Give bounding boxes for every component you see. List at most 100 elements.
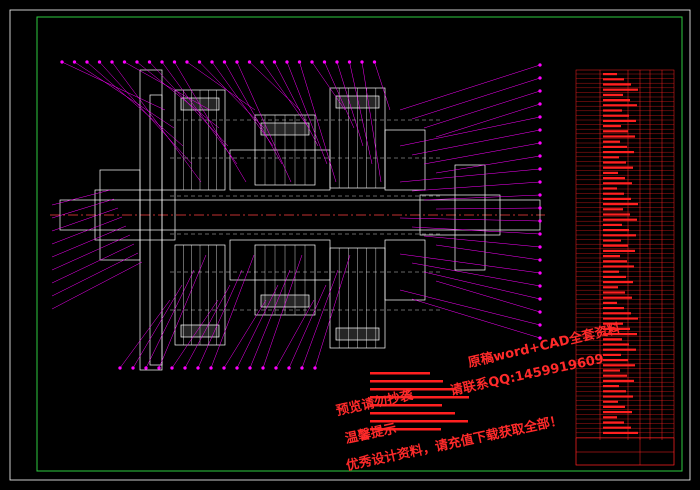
leader-line [299,61,337,183]
leader-line [124,61,211,111]
leader-line [184,284,231,369]
tech-note-text [370,420,468,423]
table-cell-text [603,421,624,424]
table-cell-text [603,73,617,76]
leader-line [261,61,310,129]
leader-line [224,61,283,165]
leader-line [399,289,541,326]
part-balloon [72,60,77,64]
bearing [260,294,310,308]
part-balloon [248,366,252,370]
table-cell-text [603,171,618,174]
table-cell-text [603,400,618,403]
leader-line [51,207,119,232]
leader-line [399,64,541,111]
bearing [180,97,220,111]
part-balloon [97,60,102,64]
table-cell-text [603,192,624,195]
table-cell-text [603,135,635,138]
part-balloon [147,60,152,64]
tech-note-text [370,396,469,399]
bearing [335,327,380,341]
part-balloon [247,60,252,64]
table-cell-text [603,145,627,148]
leader-line [435,103,541,138]
leader-line [301,269,339,369]
tech-note-text [370,380,443,383]
part-balloon [118,366,122,370]
leader-line [199,61,265,129]
table-cell-text [603,364,635,367]
table-cell-text [603,229,629,232]
table-cell-text [603,234,636,237]
part-balloon [170,366,174,370]
part-balloon [222,60,227,64]
part-balloon [235,366,239,370]
table-cell-text [603,385,619,388]
part-balloon [335,60,339,64]
part-balloon [210,60,214,64]
tech-note-text [370,404,442,407]
leader-line [186,61,256,111]
leader-line [399,253,541,274]
leader-line [51,261,143,310]
part-balloon [185,60,189,64]
part-balloon [360,60,364,64]
part-balloon [538,180,542,184]
table-cell-text [603,343,629,346]
leader-line [51,234,131,271]
table-cell-text [603,317,638,320]
table-cell-text [603,395,633,398]
table-cell-text [603,275,626,278]
table-cell-text [603,182,632,185]
leader-line [111,61,202,183]
part-balloon [310,60,314,64]
tech-note-text [370,388,456,391]
leader-line [249,61,301,111]
table-cell-text [603,281,633,284]
bearing [335,95,380,109]
leader-line [423,90,541,129]
part-balloon [313,366,317,370]
table-cell-text [603,166,633,169]
leader-line [275,299,315,369]
leader-line [288,284,327,369]
table-cell-text [603,348,636,351]
table-cell-text [603,130,628,133]
leader-line [411,181,541,192]
table-cell-text [603,416,617,419]
table-cell-text [603,125,621,128]
title-block [575,437,675,466]
table-cell-text [603,244,628,247]
table-cell-text [603,307,624,310]
part-balloon [222,366,226,370]
table-cell-text [603,208,623,211]
part-balloon [538,323,542,327]
end-cover [454,164,486,271]
leader-line [324,61,355,129]
leader-line [411,129,541,156]
part-balloon [297,60,302,64]
leader-line [236,284,279,369]
leader-line [411,226,541,235]
leader-line [51,225,127,258]
table-cell-text [603,99,630,102]
main-shaft [59,199,541,231]
part-balloon [197,60,202,64]
leader-line [411,262,541,287]
table-cell-text [603,140,620,143]
leader-line [197,269,243,369]
part-balloon [538,310,542,314]
leader-line [145,269,195,369]
leader-line [435,244,541,261]
leader-line [423,235,541,248]
part-balloon [538,284,542,288]
leader-line [61,61,166,111]
table-cell-text [603,312,631,315]
flange [229,149,331,191]
table-cell-text [603,187,617,190]
output-hub [419,194,501,236]
part-balloon [135,60,139,64]
input-hub [94,189,176,241]
leader-line [423,142,541,165]
